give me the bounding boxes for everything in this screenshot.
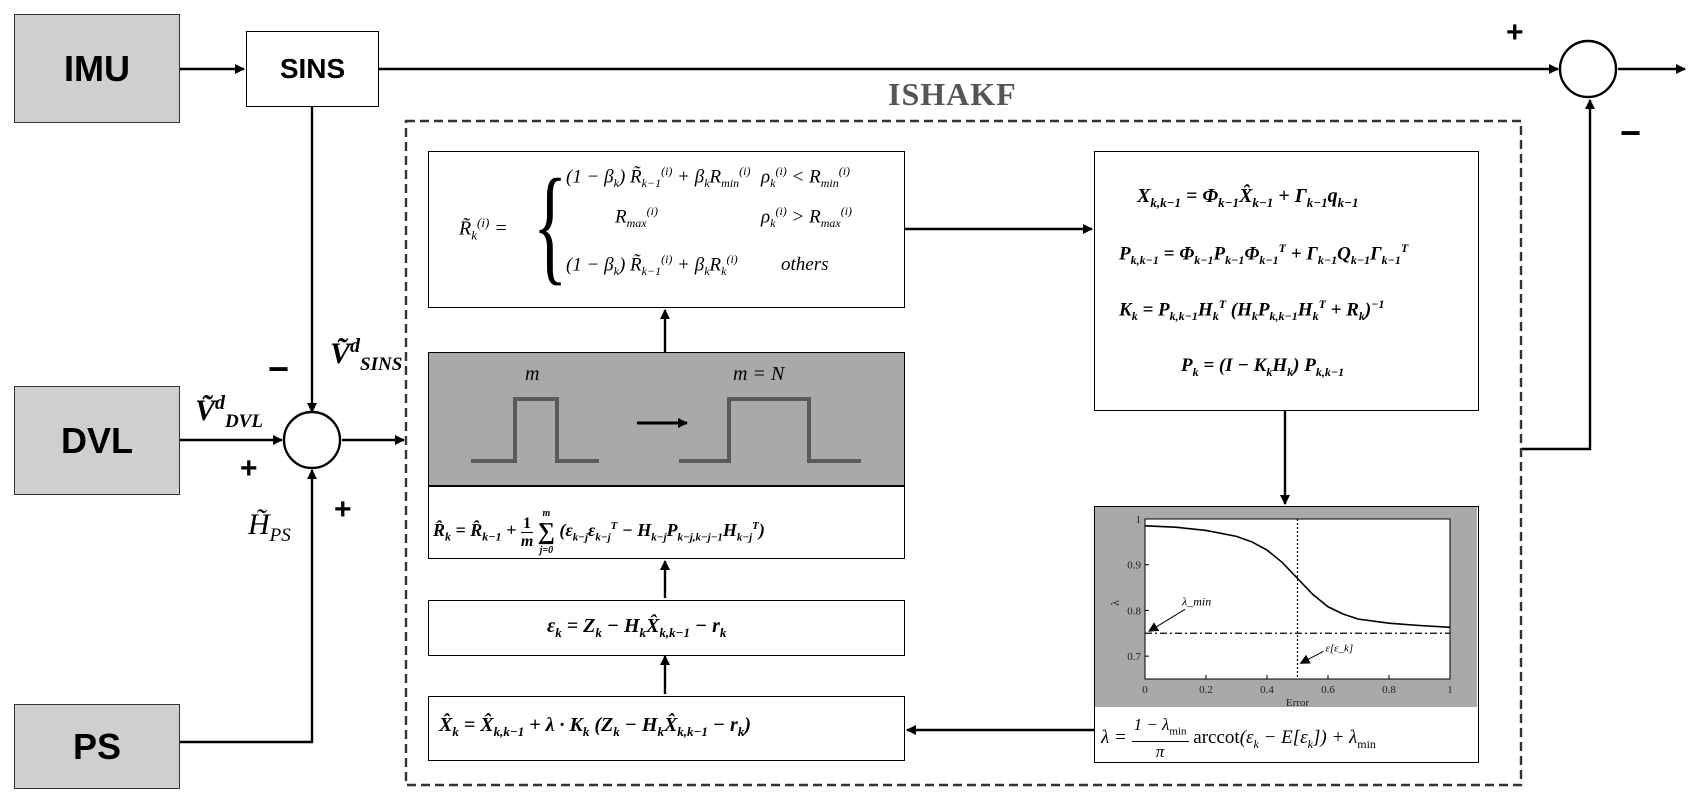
r-tilde-case1: (1 − βk) R̃k−1(i) + βkRmin(i)	[566, 164, 751, 191]
eps-eq: εk = Zk − HkX̂k,k−1 − rk	[547, 615, 727, 640]
sliding-window-box: m m = N	[428, 352, 905, 486]
x-tick-label: 0.8	[1382, 684, 1396, 696]
plus-sign-dvl-left: +	[240, 452, 258, 485]
x-axis-label: Error	[1286, 697, 1310, 707]
y-tick-label: 0.8	[1127, 605, 1141, 617]
h-ps-label: H̃PS	[248, 508, 291, 546]
dvl-block: DVL	[14, 386, 180, 495]
x-tick-label: 0.6	[1321, 684, 1335, 696]
x-tick-label: 0.4	[1260, 684, 1274, 696]
lambda-min-pointer	[1148, 608, 1186, 632]
arrow-ps-sum	[180, 469, 317, 744]
r-tilde-cond3: others	[781, 254, 829, 275]
lambda-curve	[1144, 525, 1451, 629]
imu-label: IMU	[64, 47, 130, 89]
minus-sign-dvl: −	[268, 348, 290, 389]
r-tilde-case3: (1 − βk) R̃k−1(i) + βkRk(i)	[566, 252, 738, 279]
eps-box: εk = Zk − HkX̂k,k−1 − rk	[428, 600, 905, 656]
ishakf-title: ISHAKF	[888, 76, 1017, 112]
kf-eq2: Pk,k−1 = Φk−1Pk−1Φk−1T + Γk−1Qk−1Γk−1T	[1119, 241, 1409, 268]
window-mN-label: m = N	[733, 363, 785, 385]
imu-block: IMU	[14, 14, 180, 123]
ishakf-container	[404, 119, 1523, 787]
y-axis-label: λ	[1108, 600, 1122, 606]
kf-box: Xk,k−1 = Φk−1X̂k−1 + Γk−1qk−1 Pk,k−1 = Φ…	[1094, 151, 1479, 411]
x-tick-label: 0	[1142, 684, 1148, 696]
ps-label: PS	[72, 725, 122, 767]
kf-eq1: Xk,k−1 = Φk−1X̂k−1 + Γk−1qk−1	[1137, 185, 1359, 210]
r-tilde-lhs: R̃k(i) =	[459, 215, 508, 243]
r-tilde-cond2: ρk(i) > Rmax(i)	[761, 204, 853, 231]
minus-sign-top: −	[1620, 112, 1642, 153]
plus-sign-top: +	[1506, 16, 1524, 49]
y-tick-label: 1	[1136, 514, 1142, 526]
x-hat-eq: X̂k = X̂k,k−1 + λ · Kk (Zk − HkX̂k,k−1 −…	[439, 714, 751, 739]
x-hat-box: X̂k = X̂k,k−1 + λ · Kk (Zk − HkX̂k,k−1 −…	[428, 696, 905, 761]
sins-block: SINS	[246, 31, 379, 107]
window-m-label: m	[525, 363, 540, 385]
r-tilde-box: R̃k(i) = { (1 − βk) R̃k−1(i) + βkRmin(i)…	[428, 151, 905, 308]
x-tick-label: 1	[1447, 684, 1453, 696]
r-tilde-cond1: ρk(i) < Rmin(i)	[761, 164, 851, 191]
window-pulses	[471, 397, 861, 463]
expectation-pointer	[1299, 650, 1324, 664]
v-sins-label: ṼdSINS	[330, 335, 403, 375]
expectation-annotation: ε[ε_k]	[1326, 642, 1354, 654]
r-tilde-case2: Rmax(i)	[615, 204, 658, 231]
r-tilde-brace: {	[533, 153, 568, 297]
v-dvl-label: ṼdDVL	[195, 392, 264, 432]
arrow-feedback	[1521, 99, 1595, 451]
kf-eq3: Kk = Pk,k−1HkT (HkPk,k−1HkT + Rk)−1	[1119, 297, 1385, 324]
lambda-min-annotation: λ_min	[1181, 594, 1211, 608]
ps-block: PS	[14, 704, 180, 789]
sum-junction-top	[1558, 39, 1618, 99]
plus-sign-dvl-bottom: +	[334, 493, 352, 526]
x-tick-label: 0.2	[1199, 684, 1213, 696]
sum-junction-dvl	[282, 410, 342, 470]
y-tick-label: 0.9	[1127, 560, 1141, 572]
sins-label: SINS	[279, 53, 346, 84]
pulse-large	[679, 397, 861, 463]
dvl-label: DVL	[61, 419, 133, 461]
y-tick-label: 0.7	[1127, 651, 1141, 663]
kf-eq4: Pk = (I − KkHk) Pk,k−1	[1181, 355, 1345, 379]
pulse-small	[471, 397, 599, 463]
